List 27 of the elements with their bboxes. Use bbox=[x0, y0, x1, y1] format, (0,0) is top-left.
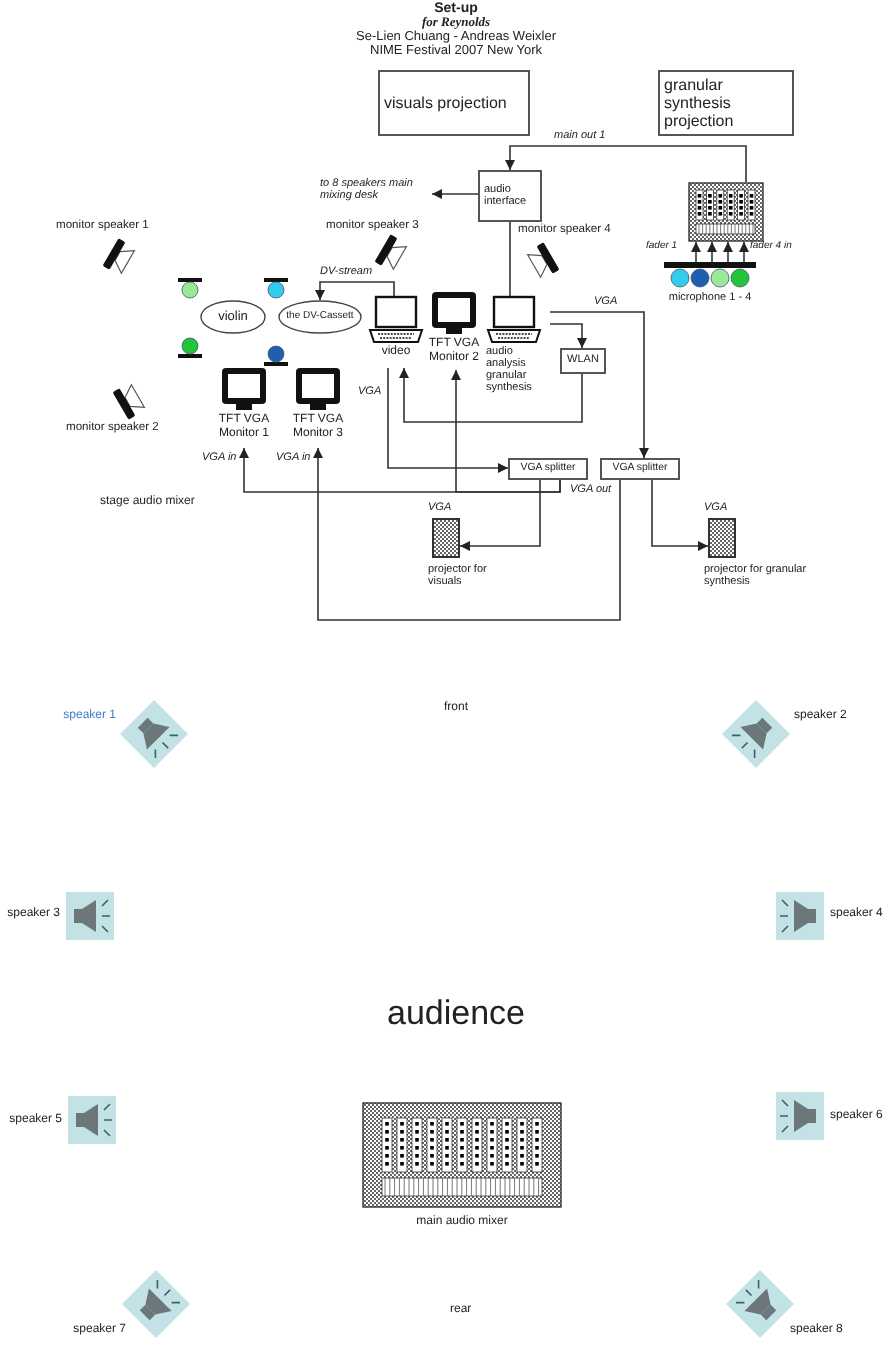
box-label: granular synthesis projection bbox=[664, 75, 736, 131]
connector bbox=[399, 367, 583, 423]
label-box bbox=[378, 70, 530, 136]
label-box bbox=[560, 348, 606, 374]
connector bbox=[739, 241, 749, 263]
box-label: visuals projection bbox=[384, 93, 509, 113]
label-box bbox=[508, 458, 588, 480]
projector-icon bbox=[708, 518, 736, 558]
connector bbox=[509, 221, 511, 297]
connector bbox=[549, 323, 587, 349]
connector bbox=[691, 241, 701, 263]
connector bbox=[505, 145, 747, 183]
connector bbox=[549, 311, 649, 459]
projector-icon bbox=[432, 518, 460, 558]
label-box bbox=[658, 70, 794, 136]
connector bbox=[459, 479, 541, 551]
label-box bbox=[600, 458, 680, 480]
label-box bbox=[478, 170, 542, 222]
connector bbox=[451, 369, 561, 493]
connector bbox=[387, 367, 509, 473]
audience-label: audience bbox=[384, 996, 527, 1034]
connector bbox=[315, 281, 395, 301]
connector bbox=[723, 241, 733, 263]
connector bbox=[431, 189, 479, 199]
connector bbox=[651, 479, 709, 551]
connector bbox=[707, 241, 717, 263]
connector bbox=[313, 447, 621, 621]
